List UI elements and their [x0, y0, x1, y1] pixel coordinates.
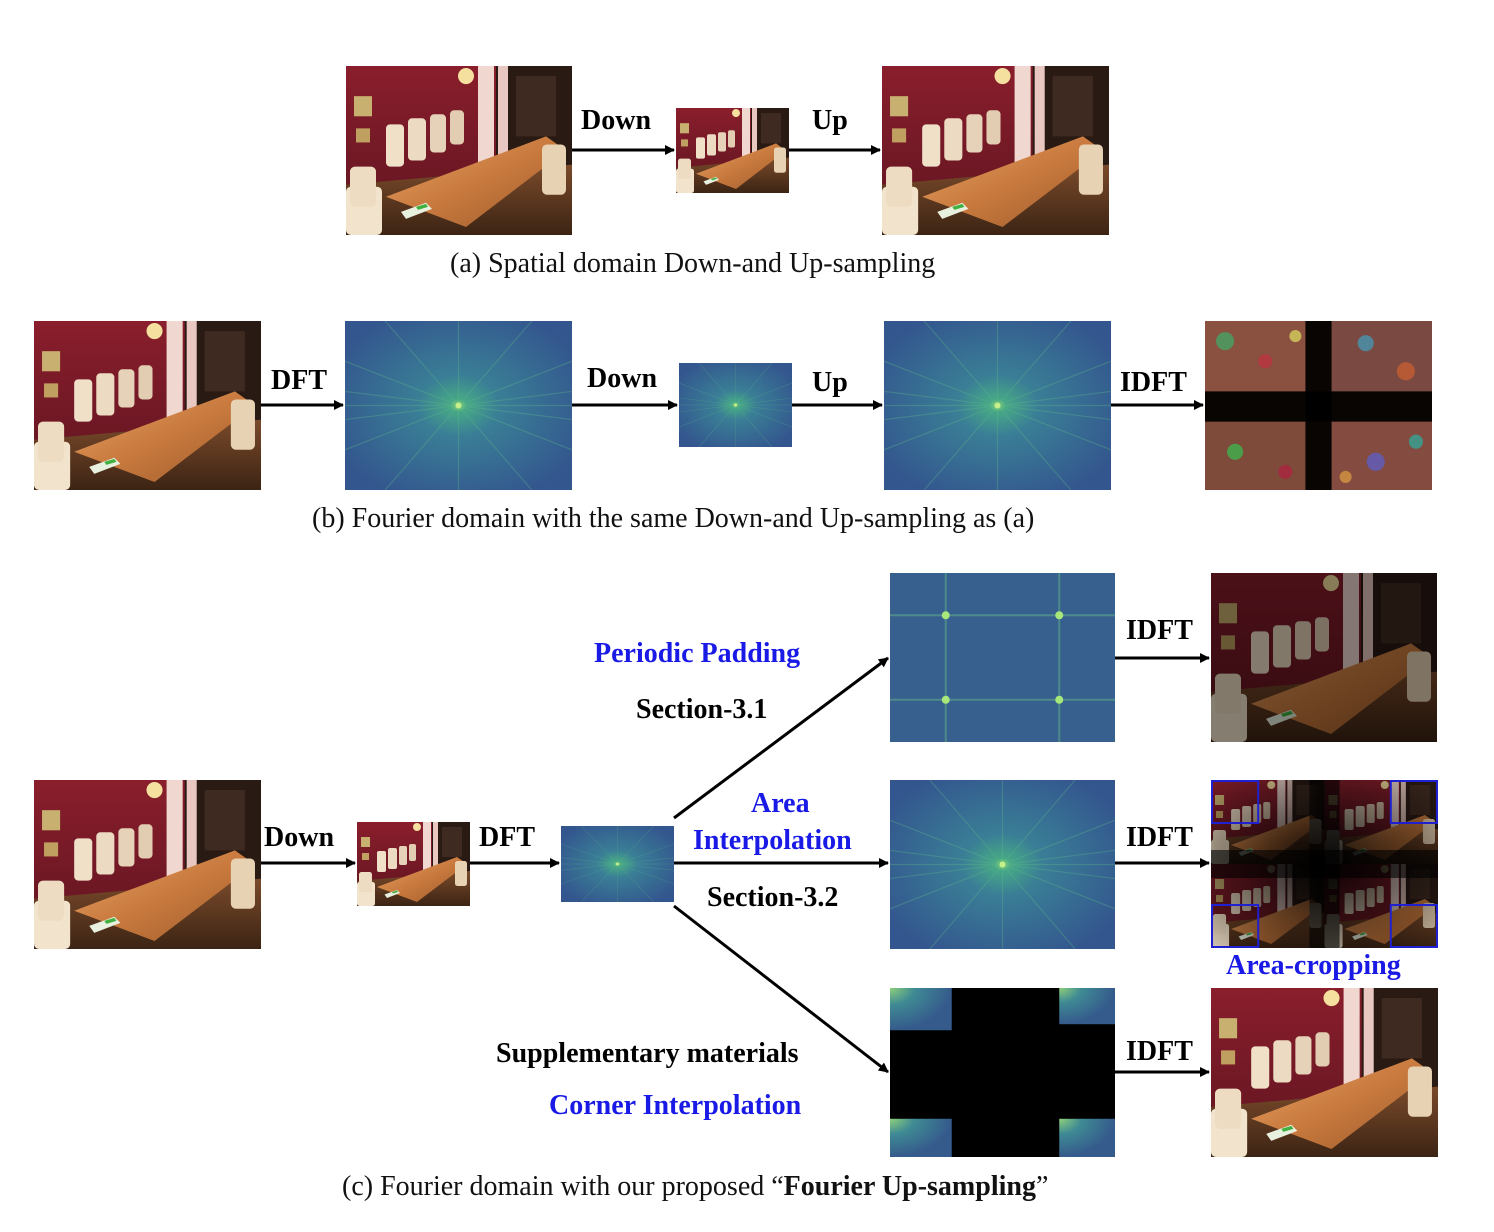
- c-idft-label-3: IDFT: [1126, 1036, 1193, 1067]
- c-periodic-padding-label: Periodic Padding: [594, 638, 801, 669]
- c-caption-bold: Fourier Up-sampling: [783, 1171, 1036, 1202]
- c-interpolation-label: Interpolation: [693, 825, 852, 856]
- c-section-3-2-label: Section-3.2: [707, 882, 839, 913]
- c-arrow-periodic: [673, 656, 889, 820]
- a-down-label: Down: [581, 105, 652, 136]
- crop-box-bottom-right: [1389, 904, 1438, 948]
- c-area-cropping-label: Area-cropping: [1226, 950, 1401, 981]
- b-up-label: Up: [812, 367, 848, 398]
- b-down-label: Down: [587, 363, 658, 394]
- a-up-label: Up: [812, 105, 848, 136]
- c-supplementary-label: Supplementary materials: [496, 1038, 799, 1069]
- c-periodic-result-image: [1211, 573, 1437, 742]
- b-idft-label: IDFT: [1120, 367, 1187, 398]
- c-corner-interpolation-label: Corner Interpolation: [549, 1090, 802, 1121]
- b-dft-label: DFT: [271, 365, 327, 396]
- crop-box-top-right: [1389, 780, 1438, 824]
- crop-box-top-left: [1211, 780, 1260, 824]
- c-caption: (c) Fourier domain with our proposed “Fo…: [342, 1173, 1048, 1201]
- c-idft-label-2: IDFT: [1126, 822, 1193, 853]
- c-area-result-image: [1211, 780, 1438, 948]
- c-caption-suffix: ”: [1035, 1171, 1049, 1202]
- c-area-label: Area: [751, 788, 810, 819]
- c-arrow-corner: [673, 904, 889, 1074]
- c-idft-label-1: IDFT: [1126, 615, 1193, 646]
- c-caption-prefix: (c) Fourier domain with our proposed “: [342, 1171, 784, 1202]
- crop-box-bottom-left: [1211, 904, 1260, 948]
- a-caption: (a) Spatial domain Down-and Up-sampling: [450, 248, 936, 279]
- c-dft-label: DFT: [479, 822, 535, 853]
- c-section-3-1-label: Section-3.1: [636, 694, 768, 725]
- b-caption: (b) Fourier domain with the same Down-an…: [312, 503, 1035, 534]
- c-down-label: Down: [264, 822, 335, 853]
